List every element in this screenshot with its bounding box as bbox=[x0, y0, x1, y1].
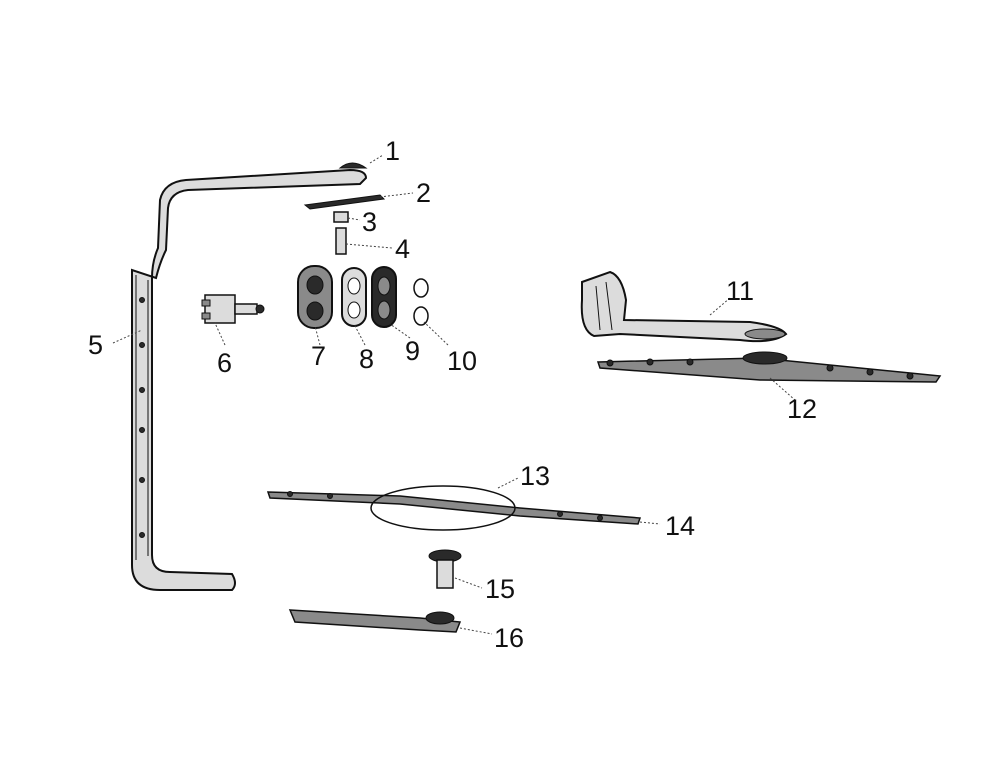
callout-8: 8 bbox=[359, 344, 374, 374]
callout-labels: 1 2 3 4 5 6 7 8 9 10 11 12 13 14 15 16 bbox=[88, 136, 817, 653]
callout-11: 11 bbox=[726, 276, 754, 306]
part-2-gasket bbox=[303, 194, 386, 210]
callout-15: 15 bbox=[485, 574, 515, 604]
callout-5: 5 bbox=[88, 330, 103, 360]
callout-13: 13 bbox=[520, 461, 550, 491]
part-6-connector bbox=[201, 294, 265, 324]
part-4-pin bbox=[335, 227, 347, 255]
callout-12: 12 bbox=[787, 394, 817, 424]
callout-2: 2 bbox=[416, 178, 431, 208]
part-5-supply-tube bbox=[131, 168, 368, 591]
callout-1: 1 bbox=[385, 136, 400, 166]
part-16-spray-arm bbox=[288, 609, 462, 633]
part-3-screw bbox=[333, 211, 349, 223]
part-15-hub-nut bbox=[428, 549, 462, 589]
part-12-spray-arm bbox=[596, 351, 942, 383]
part-1-cap bbox=[338, 162, 368, 169]
callout-7: 7 bbox=[311, 341, 326, 371]
part-11-manifold bbox=[580, 270, 788, 343]
part-13-hub bbox=[370, 485, 516, 531]
callout-4: 4 bbox=[395, 234, 410, 264]
leader-lines bbox=[112, 154, 796, 635]
callout-16: 16 bbox=[494, 623, 524, 653]
callout-9: 9 bbox=[405, 336, 420, 366]
part-14-spray-arm bbox=[266, 491, 642, 525]
part-9-seal bbox=[371, 266, 397, 328]
callout-6: 6 bbox=[217, 348, 232, 378]
callout-10: 10 bbox=[447, 346, 477, 376]
part-7-seal bbox=[297, 265, 333, 329]
part-10-o-rings bbox=[413, 278, 429, 326]
callout-3: 3 bbox=[362, 207, 377, 237]
part-8-gasket bbox=[341, 267, 367, 327]
callout-14: 14 bbox=[665, 511, 695, 541]
